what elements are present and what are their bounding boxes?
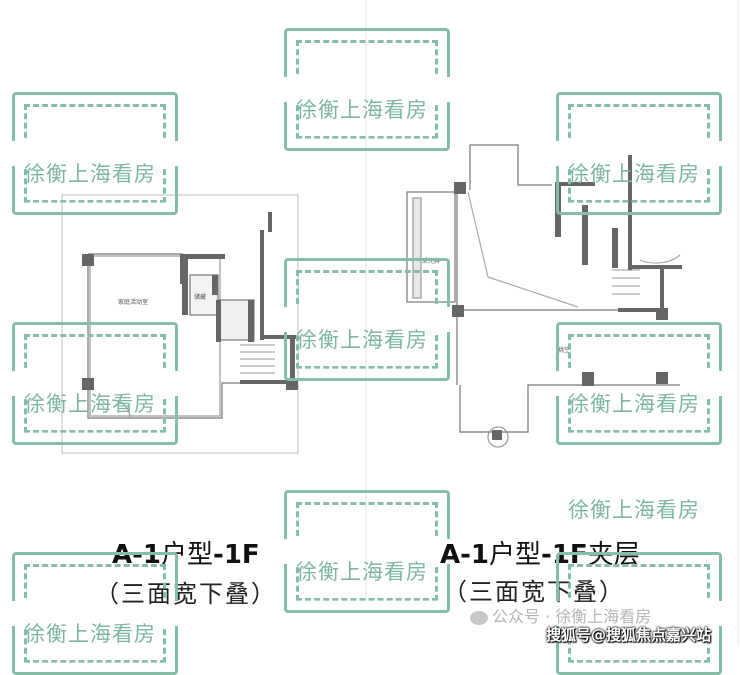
- plan-subtitle-left: （三面宽下叠）: [95, 580, 277, 608]
- room-label-lightwell: 采光井: [422, 258, 441, 265]
- plan-title-right: A-1户型-1F夹层: [440, 540, 640, 570]
- plan-title-left: A-1户型-1F: [112, 540, 260, 570]
- plan-subtitle-right: （三面宽下叠）: [443, 578, 625, 606]
- room-label-family: 家庭活动室: [118, 299, 149, 306]
- plan-right: [406, 144, 681, 448]
- wechat-footer: 公众号 · 徐衡上海看房: [470, 608, 651, 626]
- room-label-void: 挑空: [558, 347, 571, 354]
- sohu-footer: 搜狐号@搜狐焦点嘉兴站: [546, 626, 712, 644]
- wechat-icon: [470, 610, 488, 625]
- room-label-storage: 储藏: [194, 294, 207, 301]
